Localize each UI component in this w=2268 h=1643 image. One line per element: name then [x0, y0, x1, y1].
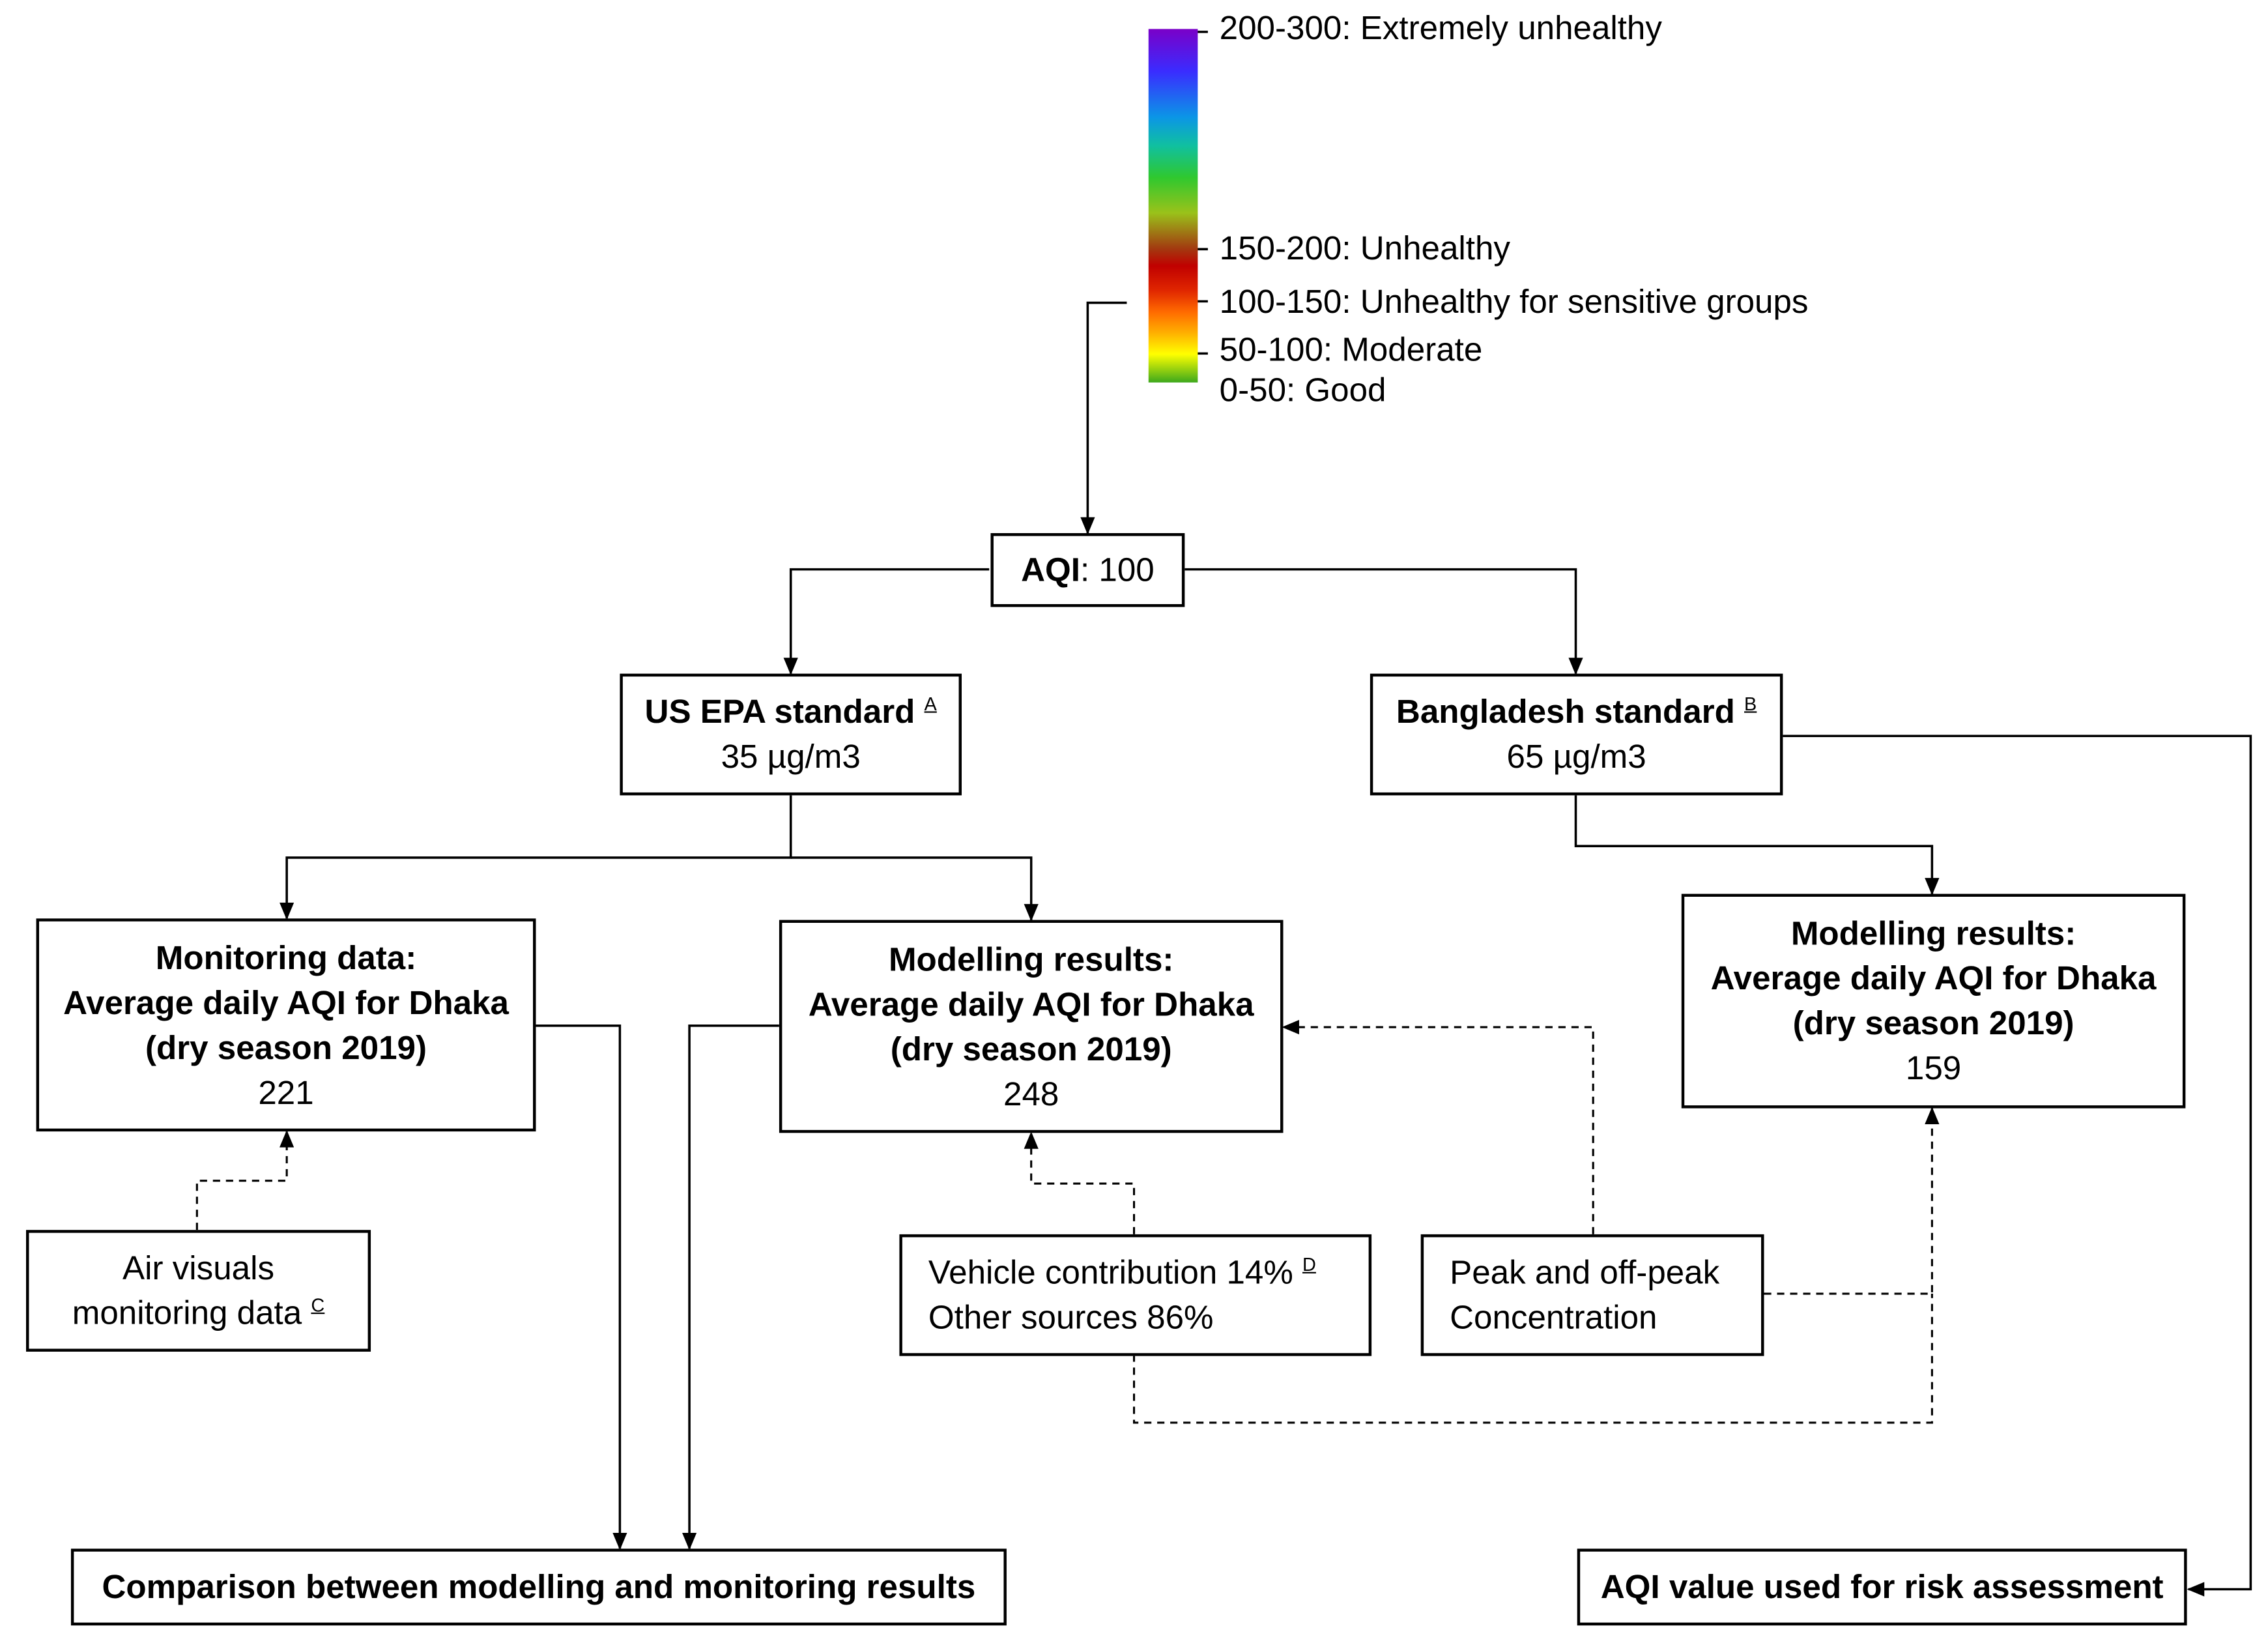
us-epa-title: US EPA standard: [644, 692, 915, 731]
aqi-color-scale: [1148, 29, 1198, 383]
modelling-us-line3: (dry season 2019): [890, 1029, 1172, 1068]
air-visuals-line1: Air visuals: [122, 1249, 275, 1287]
risk-assessment-box: AQI value used for risk assessment: [1577, 1548, 2187, 1626]
arrow-aqi-to-bangladesh: [1184, 568, 1583, 675]
arrow-monitoring-to-comparison: [536, 1025, 627, 1550]
legend-label-good: 0-50: Good: [1219, 371, 1386, 409]
aqi-label: AQI: [1021, 550, 1080, 589]
comparison-box: Comparison between modelling and monitor…: [70, 1548, 1007, 1626]
risk-label: AQI value used for risk assessment: [1600, 1567, 2164, 1605]
dashed-line-vehicle-bottom: [1132, 1294, 1933, 1424]
vehicle-line1: Vehicle contribution 14%: [928, 1253, 1293, 1291]
bangladesh-note-marker: B: [1744, 693, 1757, 715]
dashed-arrow-peak-to-modelling-bd: [1764, 1107, 1940, 1295]
arrow-modelling-to-comparison: [682, 1025, 779, 1550]
vehicle-note-marker: D: [1302, 1253, 1316, 1275]
air-visuals-line2: monitoring data: [72, 1294, 302, 1331]
air-visuals-note-marker: C: [311, 1294, 325, 1316]
arrow-aqi-to-usepa: [783, 568, 990, 675]
legend-label-sensitive-groups: 100-150: Unhealthy for sensitive groups: [1219, 282, 1809, 321]
monitoring-line3: (dry season 2019): [145, 1028, 427, 1066]
modelling-bd-line1: Modelling results:: [1790, 914, 2076, 952]
bangladesh-standard-box: Bangladesh standard B 65 µg/m3: [1370, 673, 1783, 796]
vehicle-line2: Other sources 86%: [928, 1298, 1214, 1336]
modelling-bd-line2: Average daily AQI for Dhaka: [1710, 959, 2157, 997]
us-epa-note-marker: A: [924, 693, 937, 715]
monitoring-line2: Average daily AQI for Dhaka: [63, 983, 509, 1021]
modelling-us-line2: Average daily AQI for Dhaka: [808, 984, 1254, 1023]
modelling-us-value: 248: [1003, 1074, 1059, 1112]
modelling-bd-line3: (dry season 2019): [1792, 1004, 2074, 1042]
aqi-box: AQI: 100: [990, 533, 1185, 607]
arrow-bangladesh-to-risk: [1783, 734, 2252, 1597]
arrow-bangladesh-to-modelling: [1574, 795, 1940, 895]
us-epa-standard-box: US EPA standard A 35 µg/m3: [620, 673, 962, 796]
legend-label-unhealthy: 150-200: Unhealthy: [1219, 229, 1510, 267]
dashed-arrow-airvisuals-to-monitoring: [195, 1129, 294, 1230]
modelling-results-usepa-box: Modelling results: Average daily AQI for…: [779, 920, 1284, 1133]
peak-line2: Concentration: [1450, 1298, 1658, 1336]
dashed-arrow-vehicle-to-modelling: [1024, 1131, 1136, 1234]
legend-label-extremely-unhealthy: 200-300: Extremely unhealthy: [1219, 8, 1662, 47]
monitoring-data-box: Monitoring data: Average daily AQI for D…: [36, 918, 536, 1132]
aqi-value: : 100: [1080, 550, 1155, 589]
monitoring-line1: Monitoring data:: [155, 938, 417, 976]
legend-label-moderate: 50-100: Moderate: [1219, 330, 1483, 368]
comparison-label: Comparison between modelling and monitor…: [102, 1567, 976, 1605]
us-epa-value: 35 µg/m3: [721, 737, 861, 776]
peak-line1: Peak and off-peak: [1450, 1253, 1720, 1291]
peak-offpeak-box: Peak and off-peak Concentration: [1420, 1234, 1764, 1356]
monitoring-value: 221: [258, 1073, 314, 1111]
modelling-bd-value: 159: [1905, 1049, 1962, 1087]
bangladesh-title: Bangladesh standard: [1396, 692, 1735, 731]
bangladesh-value: 65 µg/m3: [1506, 737, 1646, 776]
air-visuals-box: Air visuals monitoring data C: [26, 1230, 371, 1352]
arrow-legend-to-aqi: [1080, 301, 1127, 535]
arrow-usepa-to-monitoring: [280, 795, 792, 920]
vehicle-contribution-box: Vehicle contribution 14% D Other sources…: [899, 1234, 1372, 1356]
modelling-us-line1: Modelling results:: [888, 939, 1174, 978]
modelling-results-bangladesh-box: Modelling results: Average daily AQI for…: [1681, 894, 2186, 1109]
dashed-arrow-peak-to-modelling: [1282, 1019, 1594, 1234]
arrow-usepa-to-modelling: [790, 856, 1039, 922]
